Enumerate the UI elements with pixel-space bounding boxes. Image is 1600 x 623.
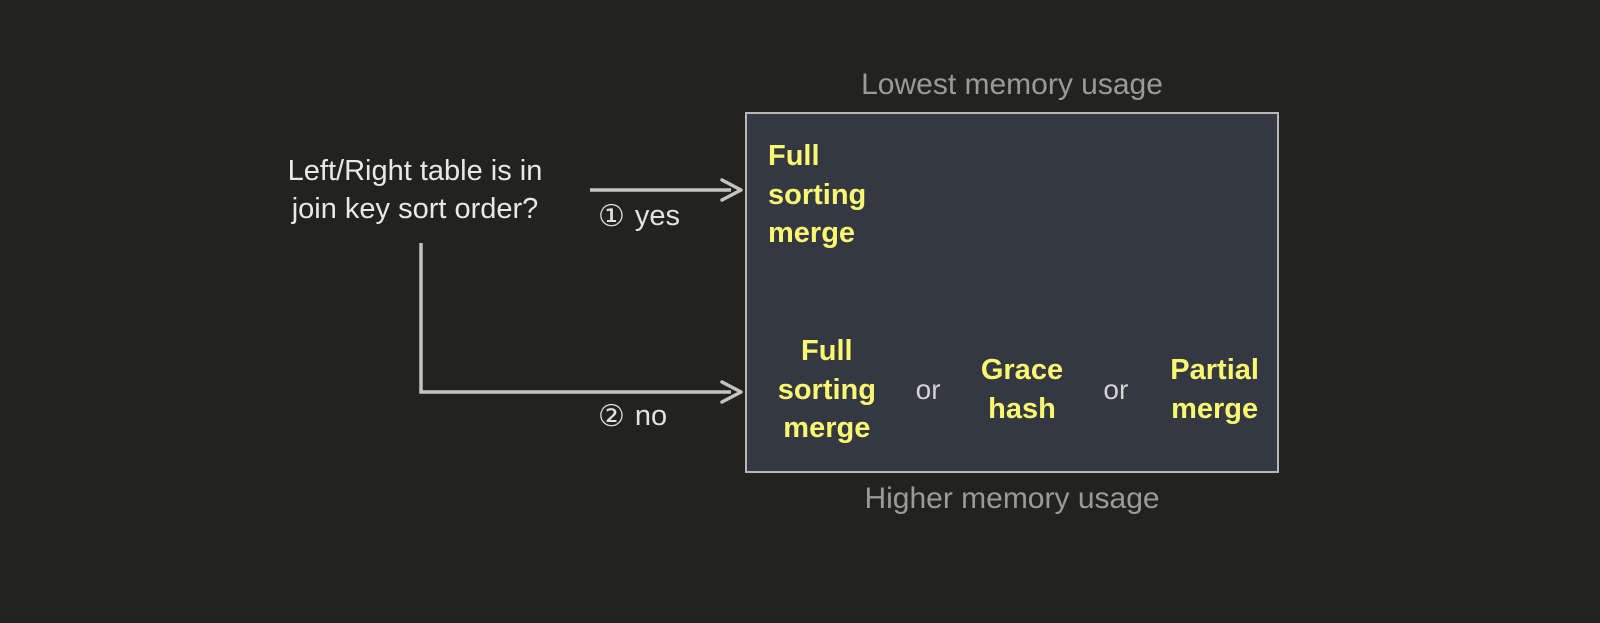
outcome-full-sorting-merge-yes: Full sorting merge bbox=[768, 140, 867, 250]
caption-lowest-memory: Lowest memory usage bbox=[861, 68, 1163, 101]
branch-marker-2: ② bbox=[598, 399, 625, 433]
outcome-row-no: Full sorting merge or Grace hash or Part… bbox=[745, 325, 1279, 455]
caption-higher-memory: Higher memory usage bbox=[864, 482, 1160, 515]
branch-marker-1: ① bbox=[598, 199, 625, 233]
outcome-partial-merge: Partial merge bbox=[1170, 354, 1259, 425]
branch-text-no: no bbox=[634, 400, 668, 432]
outcome-grace-hash: Grace hash bbox=[980, 354, 1064, 425]
separator-or-1: or bbox=[915, 374, 941, 405]
arrow-no-head bbox=[720, 380, 743, 404]
arrow-no-line bbox=[419, 243, 731, 394]
separator-or-2: or bbox=[1103, 374, 1129, 405]
outcome-full-sorting-merge-no: Full sorting merge bbox=[777, 335, 876, 445]
branch-label-yes: ① yes bbox=[598, 200, 680, 233]
branch-label-no: ② no bbox=[598, 400, 667, 433]
outcome-box bbox=[745, 112, 1279, 473]
outcome-row-yes: Full sorting merge bbox=[745, 130, 1279, 260]
branch-text-yes: yes bbox=[634, 200, 681, 232]
arrow-yes-head bbox=[720, 178, 743, 202]
decision-question: Left/Right table is in join key sort ord… bbox=[287, 155, 543, 226]
